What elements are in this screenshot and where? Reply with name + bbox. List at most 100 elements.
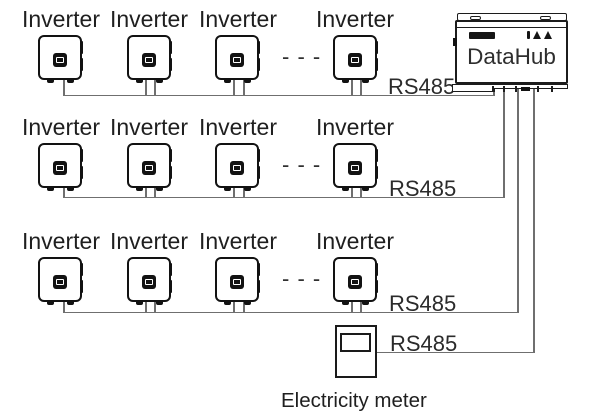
heatsink-fin-icon bbox=[257, 149, 261, 162]
heatsink-fin-icon bbox=[257, 166, 261, 179]
inverter-display-icon bbox=[142, 275, 156, 289]
inverter-foot bbox=[67, 300, 74, 305]
heatsink-fin-icon bbox=[169, 149, 173, 162]
inverter-display-icon bbox=[230, 275, 244, 289]
inverter-foot bbox=[362, 78, 369, 83]
heatsink-fin-icon bbox=[80, 280, 84, 293]
rs485-bus-row3 bbox=[63, 311, 519, 313]
inverter-display-icon bbox=[53, 275, 67, 289]
datahub-terminal-pin bbox=[492, 85, 494, 92]
inverter-foot bbox=[362, 300, 369, 305]
inverter-label: Inverter bbox=[316, 6, 394, 32]
heatsink-fin-icon bbox=[375, 149, 379, 162]
datahub-terminal-pin bbox=[551, 85, 553, 92]
rs485-meter-line bbox=[377, 351, 535, 353]
inverter-label: Inverter bbox=[22, 114, 100, 140]
inverter-unit bbox=[215, 257, 261, 305]
inverter-foot bbox=[362, 186, 369, 191]
heatsink-fin-icon bbox=[375, 58, 379, 71]
inverter-unit bbox=[333, 35, 379, 83]
datahub-base-step bbox=[452, 88, 495, 92]
datahub-wire-row3 bbox=[517, 88, 519, 313]
inverter-display-icon bbox=[230, 161, 244, 175]
indicator-triangle-icon bbox=[544, 31, 552, 39]
inverter-cable bbox=[360, 78, 362, 96]
datahub-terminal-pin bbox=[537, 85, 539, 92]
inverter-cable bbox=[145, 186, 147, 198]
heatsink-fin-icon bbox=[375, 166, 379, 179]
inverter-cable bbox=[351, 78, 353, 96]
inverter-label: Inverter bbox=[199, 114, 277, 140]
heatsink-fin-icon bbox=[257, 58, 261, 71]
inverter-foot bbox=[136, 186, 143, 191]
datahub-device: DataHub bbox=[452, 20, 568, 84]
datahub-base bbox=[452, 84, 568, 89]
inverter-label: Inverter bbox=[110, 6, 188, 32]
inverter-display-icon bbox=[53, 161, 67, 175]
heatsink-fin-icon bbox=[80, 263, 84, 276]
mounting-screw-icon bbox=[470, 15, 481, 20]
inverter-cable bbox=[63, 78, 65, 96]
inverter-unit bbox=[38, 143, 84, 191]
heatsink-fin-icon bbox=[257, 41, 261, 54]
indicator-triangle-icon bbox=[533, 31, 541, 39]
rs485-bus-row1-riser bbox=[493, 90, 495, 96]
heatsink-fin-icon bbox=[169, 263, 173, 276]
heatsink-fin-icon bbox=[375, 41, 379, 54]
inverter-display-icon bbox=[230, 53, 244, 67]
electricity-meter-unit bbox=[335, 325, 377, 378]
inverter-cable bbox=[145, 300, 147, 313]
inverter-foot bbox=[342, 78, 349, 83]
inverter-foot bbox=[224, 300, 231, 305]
inverter-foot bbox=[224, 186, 231, 191]
inverter-foot bbox=[136, 78, 143, 83]
heatsink-fin-icon bbox=[169, 280, 173, 293]
electricity-meter-label: Electricity meter bbox=[281, 389, 427, 412]
inverter-foot bbox=[156, 300, 163, 305]
inverter-cable bbox=[145, 78, 147, 96]
inverter-label: Inverter bbox=[316, 228, 394, 254]
continuation-dashes: - - - bbox=[282, 44, 322, 69]
datahub-wire-meter bbox=[533, 88, 535, 353]
continuation-dashes: - - - bbox=[282, 152, 322, 177]
datahub-terminal-pin bbox=[503, 85, 505, 92]
datahub-connector-block bbox=[521, 87, 530, 91]
inverter-display-icon bbox=[142, 53, 156, 67]
rs485-bus-row1 bbox=[63, 94, 495, 96]
inverter-cable bbox=[154, 78, 156, 96]
inverter-unit bbox=[127, 143, 173, 191]
heatsink-fin-icon bbox=[80, 166, 84, 179]
datahub-wire-row2 bbox=[503, 88, 505, 198]
continuation-dashes: - - - bbox=[282, 266, 322, 291]
inverter-unit bbox=[333, 143, 379, 191]
mounting-screw-icon bbox=[540, 15, 551, 20]
inverter-foot bbox=[67, 78, 74, 83]
inverter-cable bbox=[351, 186, 353, 198]
heatsink-fin-icon bbox=[257, 263, 261, 276]
inverter-foot bbox=[342, 300, 349, 305]
inverter-foot bbox=[47, 300, 54, 305]
inverter-display-icon bbox=[348, 53, 362, 67]
inverter-display-icon bbox=[53, 53, 67, 67]
heatsink-fin-icon bbox=[375, 280, 379, 293]
heatsink-fin-icon bbox=[257, 280, 261, 293]
inverter-cable bbox=[63, 186, 65, 198]
heatsink-fin-icon bbox=[80, 41, 84, 54]
inverter-label: Inverter bbox=[110, 114, 188, 140]
inverter-cable bbox=[154, 300, 156, 313]
heatsink-fin-icon bbox=[80, 58, 84, 71]
inverter-foot bbox=[67, 186, 74, 191]
rs485-bus-row2 bbox=[63, 196, 505, 198]
datahub-terminal-pin bbox=[515, 85, 517, 92]
inverter-foot bbox=[47, 78, 54, 83]
datahub-label: DataHub bbox=[467, 44, 556, 69]
status-indicator-icons bbox=[527, 30, 552, 39]
inverter-cable bbox=[360, 300, 362, 313]
heatsink-fin-icon bbox=[169, 166, 173, 179]
heatsink-fin-icon bbox=[169, 41, 173, 54]
inverter-cable bbox=[233, 186, 235, 198]
inverter-display-icon bbox=[142, 161, 156, 175]
datahub-side-button bbox=[452, 38, 457, 46]
inverter-foot bbox=[342, 186, 349, 191]
